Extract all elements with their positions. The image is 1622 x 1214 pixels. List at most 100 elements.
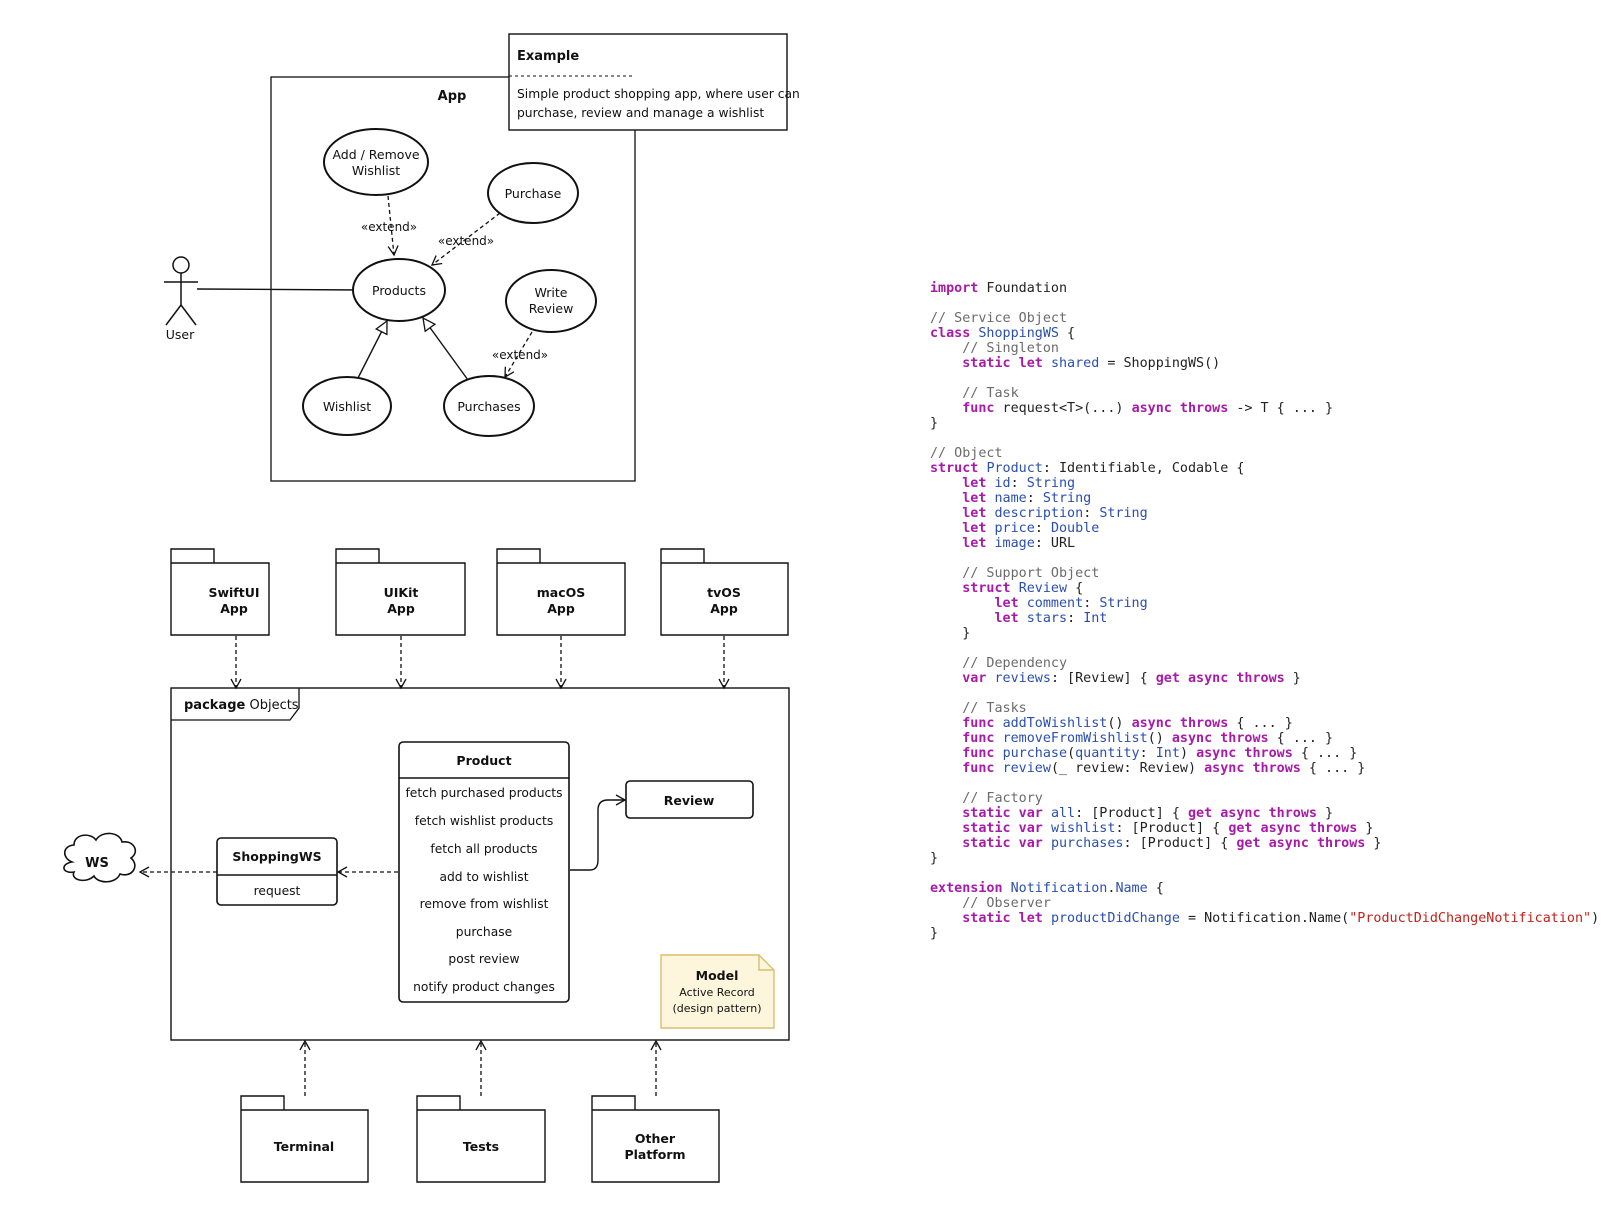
code-token: : bbox=[1083, 506, 1100, 521]
code-line: } bbox=[930, 626, 1599, 641]
code-token bbox=[930, 746, 962, 761]
code-token bbox=[1043, 806, 1051, 821]
code-token bbox=[930, 716, 962, 731]
code-token: static var bbox=[962, 806, 1043, 821]
code-token: // Support Object bbox=[962, 566, 1100, 581]
svg-text:Review: Review bbox=[529, 301, 574, 316]
code-token: { bbox=[1059, 326, 1076, 341]
code-token: let bbox=[962, 476, 987, 491]
package-tvos-app: tvOS App bbox=[660, 548, 789, 636]
code-token bbox=[986, 536, 994, 551]
code-line: struct Product: Identifiable, Codable { bbox=[930, 461, 1599, 476]
code-token: // Observer bbox=[962, 896, 1051, 911]
code-token: : bbox=[1067, 611, 1084, 626]
code-line: let description: String bbox=[930, 506, 1599, 521]
code-token bbox=[930, 566, 962, 581]
svg-text:Wishlist: Wishlist bbox=[323, 399, 371, 414]
code-token: : bbox=[1010, 476, 1027, 491]
svg-text:Add / Remove: Add / Remove bbox=[332, 147, 419, 162]
code-token: struct bbox=[930, 461, 979, 476]
code-token: let bbox=[962, 536, 987, 551]
code-token: } bbox=[930, 926, 939, 941]
code-token bbox=[930, 671, 962, 686]
code-token: description bbox=[994, 506, 1084, 521]
code-token: () bbox=[1107, 716, 1132, 731]
class-shoppingws: ShoppingWS request bbox=[216, 837, 338, 906]
code-token bbox=[1011, 581, 1019, 596]
svg-text:SwiftUI: SwiftUI bbox=[208, 585, 259, 600]
code-line: static var purchases: [Product] { get as… bbox=[930, 836, 1599, 851]
code-token: Review bbox=[1018, 581, 1068, 596]
code-token: async throws bbox=[1196, 746, 1293, 761]
code-line: // Object bbox=[930, 446, 1599, 461]
extend-arrow-wishlist bbox=[387, 195, 399, 257]
code-token: // Service Object bbox=[930, 311, 1068, 326]
svg-text:Tests: Tests bbox=[463, 1139, 499, 1154]
model-note: Model Active Record (design pattern) bbox=[660, 954, 775, 1029]
package-diagram: SwiftUI App UIKit App macOS App tvOS App… bbox=[63, 548, 790, 1183]
app-system-label: App bbox=[438, 89, 467, 104]
svg-text:macOS: macOS bbox=[537, 585, 586, 600]
code-token: let bbox=[994, 596, 1019, 611]
code-token: } bbox=[1365, 836, 1382, 851]
code-token bbox=[930, 806, 962, 821]
example-note-text-2: purchase, review and manage a wishlist bbox=[517, 106, 764, 120]
code-token: // Dependency bbox=[962, 656, 1068, 671]
svg-text:App: App bbox=[220, 601, 248, 616]
code-line: // Dependency bbox=[930, 656, 1599, 671]
example-note-text-1: Simple product shopping app, where user … bbox=[517, 87, 800, 101]
shoppingws-title: ShoppingWS bbox=[232, 849, 321, 864]
class-review: Review bbox=[625, 780, 754, 819]
code-token bbox=[930, 356, 962, 371]
code-line: let stars: Int bbox=[930, 611, 1599, 626]
code-token bbox=[930, 521, 962, 536]
svg-text:Write: Write bbox=[534, 285, 567, 300]
uml-diagram: App User Add / Remove Wishlist Purchase … bbox=[63, 33, 800, 1183]
svg-text:Terminal: Terminal bbox=[274, 1139, 334, 1154]
code-token bbox=[995, 761, 1003, 776]
code-token: . bbox=[1107, 881, 1116, 896]
code-line: } bbox=[930, 416, 1599, 431]
svg-text:Wishlist: Wishlist bbox=[352, 163, 400, 178]
code-token: let bbox=[962, 491, 987, 506]
example-note-title: Example bbox=[517, 49, 579, 64]
code-token: static var bbox=[962, 821, 1043, 836]
code-line: } bbox=[930, 851, 1599, 866]
code-token: all bbox=[1050, 806, 1076, 821]
code-line: // Factory bbox=[930, 791, 1599, 806]
svg-text:Purchases: Purchases bbox=[457, 399, 520, 414]
svg-text:Other: Other bbox=[635, 1131, 676, 1146]
code-token: async throws bbox=[1131, 716, 1229, 731]
code-line: class ShoppingWS { bbox=[930, 326, 1599, 341]
code-token: : bbox=[1034, 521, 1051, 536]
code-token bbox=[930, 596, 995, 611]
product-op: notify product changes bbox=[413, 980, 555, 994]
code-token: : [Review] { bbox=[1050, 671, 1156, 686]
extend-label-wishlist: «extend» bbox=[361, 220, 417, 234]
code-token: struct bbox=[962, 581, 1011, 596]
code-token bbox=[930, 491, 962, 506]
code-line bbox=[930, 431, 1599, 446]
code-token: Int bbox=[1083, 611, 1108, 626]
code-token: async throws bbox=[1131, 401, 1229, 416]
package-swiftui-app: SwiftUI App bbox=[170, 548, 270, 636]
user-actor-label: User bbox=[166, 327, 195, 342]
code-line: // Tasks bbox=[930, 701, 1599, 716]
svg-text:Platform: Platform bbox=[624, 1147, 685, 1162]
code-token: name bbox=[994, 491, 1027, 506]
package-uikit-app: UIKit App bbox=[335, 548, 466, 636]
code-line: let comment: String bbox=[930, 596, 1599, 611]
svg-text:App: App bbox=[547, 601, 575, 616]
user-actor-icon bbox=[164, 256, 198, 326]
review-title: Review bbox=[664, 793, 715, 808]
code-line: let name: String bbox=[930, 491, 1599, 506]
code-token bbox=[1003, 881, 1011, 896]
code-token: purchase bbox=[1002, 746, 1068, 761]
product-op: post review bbox=[448, 952, 519, 966]
product-op: fetch all products bbox=[430, 842, 537, 856]
use-case-purchase: Purchase bbox=[487, 162, 579, 224]
code-token: : bbox=[1026, 491, 1043, 506]
code-token: } bbox=[930, 851, 939, 866]
code-line: static var all: [Product] { get async th… bbox=[930, 806, 1599, 821]
